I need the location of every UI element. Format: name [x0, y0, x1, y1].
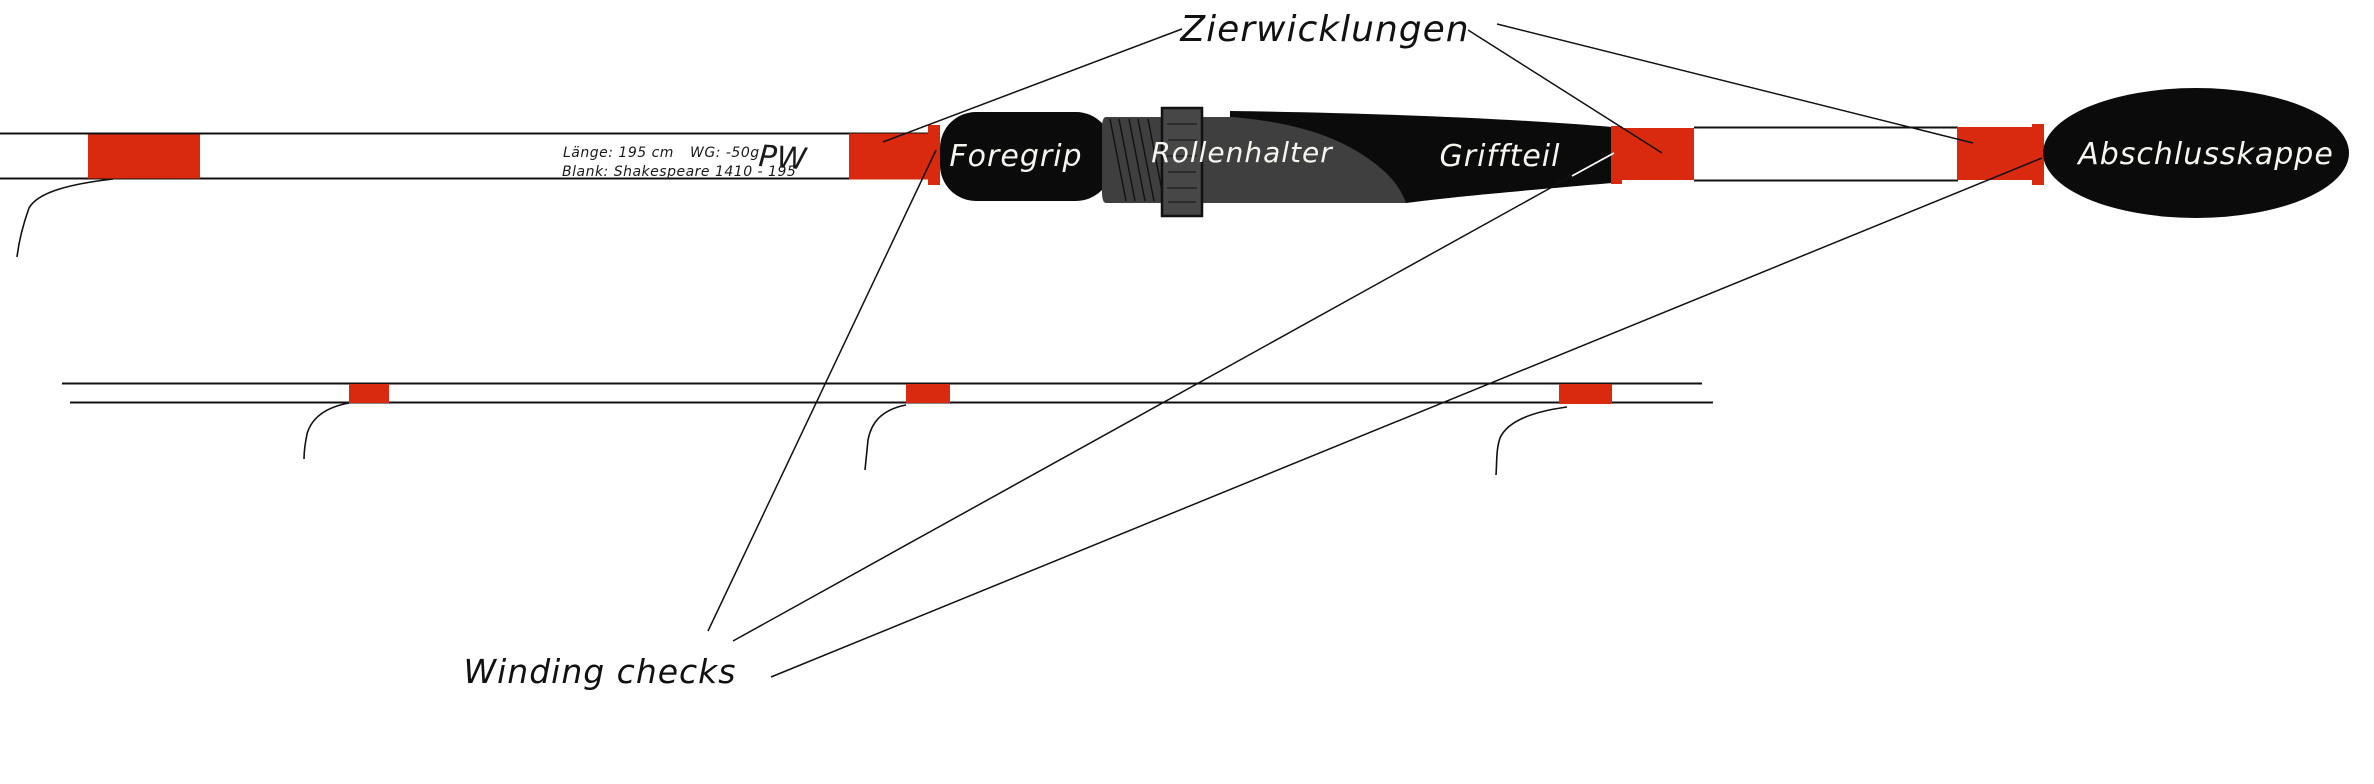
abschlusskappe-label: Abschlusskappe	[2076, 137, 2334, 172]
decorative-wrap-band	[1957, 127, 2032, 180]
pointer-line-zierwicklung-grip	[1467, 29, 1663, 154]
foregrip-shape	[940, 112, 1112, 201]
decorative-wrap-band	[88, 134, 200, 179]
lower-rod-section	[62, 382, 1713, 476]
guide-wrap-band	[906, 384, 950, 403]
upper-rod-section: Länge: 195 cm WG: -50g Blank: Shakespear…	[0, 88, 2349, 258]
annotation-layer: Zierwicklungen Winding checks	[464, 9, 2043, 691]
line-guide	[303, 402, 350, 460]
blank-castweight-text: WG: -50g	[690, 145, 760, 161]
builder-initials: PW	[757, 139, 808, 177]
blank-length-text: Länge: 195 cm	[563, 145, 674, 161]
pointer-line-windingcheck-endcap	[770, 157, 2043, 678]
reel-seat-nut	[1160, 106, 1204, 218]
zierwicklungen-label: Zierwicklungen	[1179, 9, 1469, 50]
pointer-line-windingcheck-grip-overlay	[1571, 152, 1615, 177]
line-guide	[16, 178, 114, 258]
guide-wrap-band	[1559, 384, 1612, 404]
pointer-line-windingcheck-grip	[732, 175, 1573, 642]
winding-checks-label: Winding checks	[464, 652, 737, 691]
guide-wrap-band	[349, 384, 389, 403]
end-cap-shape	[2043, 88, 2349, 218]
pointer-line-zierwicklung-endcap	[1496, 23, 1974, 144]
line-guide	[864, 404, 907, 471]
winding-check-ring	[1611, 126, 1622, 184]
pointer-line-windingcheck-foregrip	[707, 149, 937, 632]
winding-check-ring	[2032, 124, 2044, 185]
griffteil-label: Griffteil	[1440, 139, 1561, 174]
decorative-wrap-band	[1622, 128, 1694, 180]
foregrip-label: Foregrip	[949, 139, 1082, 174]
reel-seat-nut-knurling	[1167, 123, 1197, 203]
blank-model-text: Blank: Shakespeare 1410 - 195	[562, 164, 796, 180]
decorative-wrap-band	[849, 133, 928, 180]
pointer-line-zierwicklung-foregrip	[882, 28, 1183, 143]
rollenhalter-label: Rollenhalter	[1151, 136, 1333, 169]
line-guide	[1495, 406, 1568, 476]
